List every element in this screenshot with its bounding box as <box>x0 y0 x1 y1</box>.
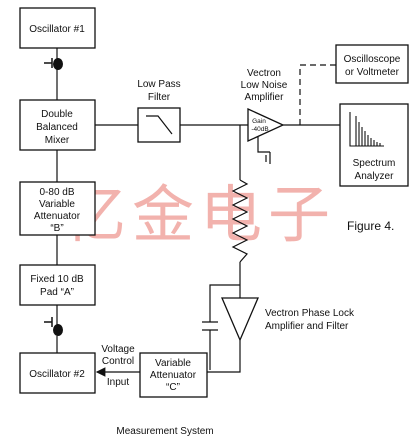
mixer-box <box>19 99 96 151</box>
oscillator-1-box <box>19 7 96 49</box>
attenuator-b-line-2: Variable <box>39 199 75 210</box>
lna-label-1: Vectron <box>247 68 281 79</box>
oscilloscope-line-1: Oscilloscope <box>344 54 401 65</box>
mixer-line-3: Mixer <box>45 135 70 146</box>
attenuator-c-line-2: Attenuator <box>150 370 197 381</box>
oscillator-2-label: Oscillator #2 <box>29 369 85 380</box>
mixer-line-1: Double <box>41 109 73 120</box>
oscillator-1-label: Oscillator #1 <box>29 24 85 35</box>
phase-lock-amplifier-icon <box>221 297 259 342</box>
pll-label-1: Vectron Phase Lock <box>265 308 355 319</box>
attenuator-b-line-3: Attenuator <box>34 211 81 222</box>
low-noise-amplifier-icon <box>247 107 285 143</box>
attenuator-c-line-3: “C” <box>166 382 180 393</box>
spectrum-display-icon <box>349 112 384 147</box>
connector-1 <box>44 56 63 74</box>
spectrum-line-1: Spectrum <box>353 158 396 169</box>
pad-a-line-1: Fixed 10 dB <box>30 274 84 285</box>
pad-a-box <box>19 264 96 306</box>
oscilloscope-box <box>335 44 409 84</box>
low-pass-filter-icon <box>146 115 173 135</box>
watermark: 亿金电子 <box>64 178 336 251</box>
low-pass-label-1: Low Pass <box>137 79 180 90</box>
oscilloscope-line-2: or Voltmeter <box>345 67 400 78</box>
voltage-control-label-1: Voltage <box>101 344 135 355</box>
gain-label-1: Gain <box>252 118 266 125</box>
pll-label-2: Amplifier and Filter <box>265 321 349 332</box>
input-label: Input <box>107 377 129 388</box>
lna-label-2: Low Noise <box>241 80 288 91</box>
oscillator-2-box <box>19 352 96 394</box>
connector-2 <box>44 317 63 346</box>
spectrum-line-2: Analyzer <box>355 171 395 182</box>
attenuator-c-line-1: Variable <box>155 358 191 369</box>
attenuator-b-box <box>19 181 96 236</box>
pad-a-line-2: Pad “A” <box>40 287 74 298</box>
caption: Measurement System <box>116 426 213 437</box>
voltage-control-label-2: Control <box>102 356 134 367</box>
attenuator-c-box <box>139 352 208 398</box>
low-pass-label-2: Filter <box>148 92 171 103</box>
low-pass-filter-box <box>137 107 181 143</box>
mixer-line-2: Balanced <box>36 122 78 133</box>
attenuator-b-line-1: 0-80 dB <box>39 187 74 198</box>
attenuator-b-line-4: “B” <box>50 223 63 234</box>
figure-label: Figure 4. <box>347 219 394 233</box>
lna-label-3: Amplifier <box>245 92 285 103</box>
gain-label-2: -40dB <box>251 126 268 133</box>
